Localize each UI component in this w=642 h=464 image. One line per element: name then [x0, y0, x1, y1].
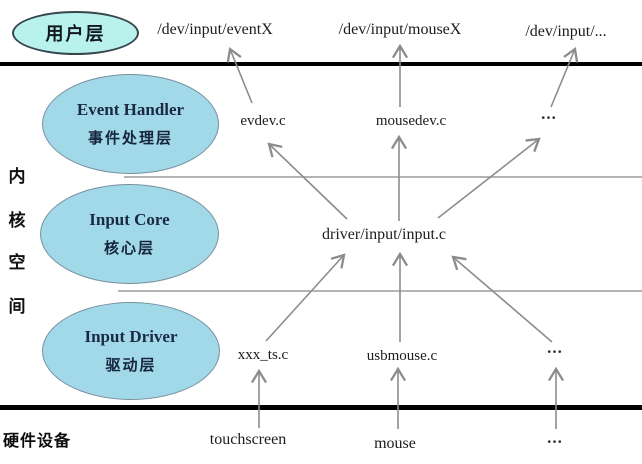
file-node-xxx-ts: xxx_ts.c: [237, 347, 289, 363]
device-node-others: /dev/input/...: [525, 23, 607, 40]
core-driver-separator-line: [118, 290, 642, 292]
input-core-layer-en: Input Core: [89, 210, 170, 229]
user-layer-label: 用户层: [45, 24, 106, 44]
input-core-layer-zh: 核心层: [103, 241, 155, 257]
input-core-layer-ellipse: Input Core 核心层: [40, 184, 219, 284]
kernel-space-char-kong: 空: [8, 253, 26, 272]
hardware-node-touchscreen: touchscreen: [209, 431, 287, 448]
kernel-space-char-he: 核: [8, 211, 26, 230]
hardware-devices-label: 硬件设备: [3, 433, 72, 450]
arrow-xxxts-to-inputc: [265, 253, 346, 342]
kernel-space-char-nei: 内: [8, 167, 26, 186]
file-node-handler-dots: ...: [541, 104, 557, 123]
hardware-node-mouse: mouse: [374, 435, 416, 452]
device-node-mousex: /dev/input/mouseX: [338, 21, 462, 38]
kernel-hardware-divider-line: [0, 405, 642, 410]
input-driver-layer-en: Input Driver: [84, 327, 178, 346]
event-handler-layer-ellipse: Event Handler 事件处理层: [42, 74, 219, 174]
device-node-eventx: /dev/input/eventX: [157, 21, 273, 38]
arrow-inputc-to-handler-dots: [437, 137, 541, 219]
file-node-usbmouse: usbmouse.c: [366, 348, 438, 364]
file-node-mousedev: mousedev.c: [375, 113, 447, 129]
handler-core-separator-line: [124, 176, 642, 178]
user-layer-ellipse: 用户层: [12, 11, 139, 55]
arrow-dots-to-dev-others: [550, 46, 579, 108]
input-driver-layer-ellipse: Input Driver 驱动层: [42, 302, 220, 400]
kernel-space-char-jian: 间: [8, 297, 26, 316]
hardware-node-dots: ...: [547, 428, 563, 447]
user-kernel-divider-line: [0, 62, 642, 66]
file-node-driver-dots: ...: [547, 338, 563, 357]
arrow-inputc-to-evdev: [267, 142, 348, 220]
file-node-evdev: evdev.c: [240, 113, 286, 129]
event-handler-layer-en: Event Handler: [76, 100, 185, 119]
arrow-driver-dots-to-inputc: [451, 255, 553, 343]
event-handler-layer-zh: 事件处理层: [87, 131, 173, 147]
input-driver-layer-zh: 驱动层: [105, 358, 157, 374]
file-node-input-core: driver/input/input.c: [322, 226, 446, 243]
arrow-evdev-to-dev-eventx: [226, 46, 253, 104]
